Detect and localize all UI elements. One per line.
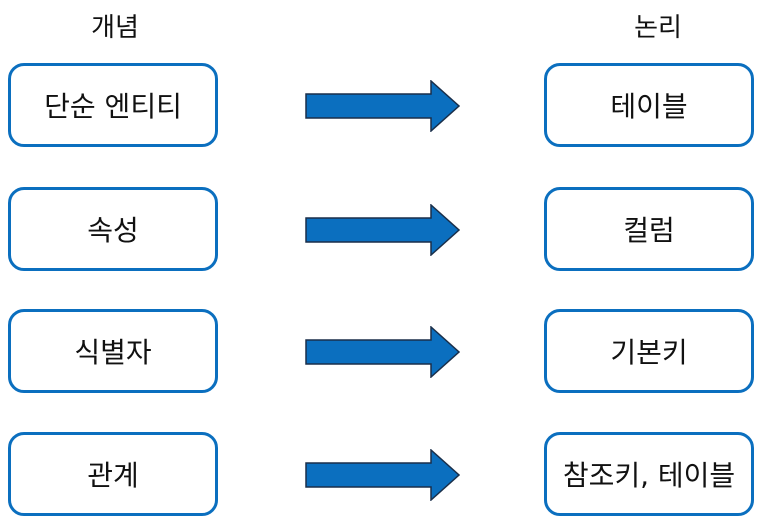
mapping-arrow-icon — [305, 449, 460, 501]
logical-label: 기본키 — [610, 336, 688, 369]
logical-label: 테이블 — [610, 90, 688, 123]
logical-box-primary-key: 기본키 — [544, 309, 754, 393]
concept-label: 식별자 — [74, 336, 152, 369]
concept-label: 관계 — [87, 459, 139, 492]
logical-label: 참조키, 테이블 — [562, 459, 736, 492]
concept-box-attribute: 속성 — [8, 187, 218, 271]
mapping-arrow-icon — [305, 326, 460, 378]
mapping-arrow-icon — [305, 204, 460, 256]
concept-label: 단순 엔티티 — [44, 90, 182, 123]
mapping-arrow-icon — [305, 80, 460, 132]
logical-column-header: 논리 — [634, 13, 682, 43]
logical-box-table: 테이블 — [544, 63, 754, 147]
concept-box-relationship: 관계 — [8, 432, 218, 516]
logical-label: 컬럼 — [623, 214, 675, 247]
concept-label: 속성 — [87, 214, 139, 247]
logical-box-column: 컬럼 — [544, 187, 754, 271]
concept-box-simple-entity: 단순 엔티티 — [8, 63, 218, 147]
concept-column-header: 개념 — [91, 13, 139, 43]
concept-box-identifier: 식별자 — [8, 309, 218, 393]
logical-box-foreign-key-table: 참조키, 테이블 — [544, 432, 754, 516]
